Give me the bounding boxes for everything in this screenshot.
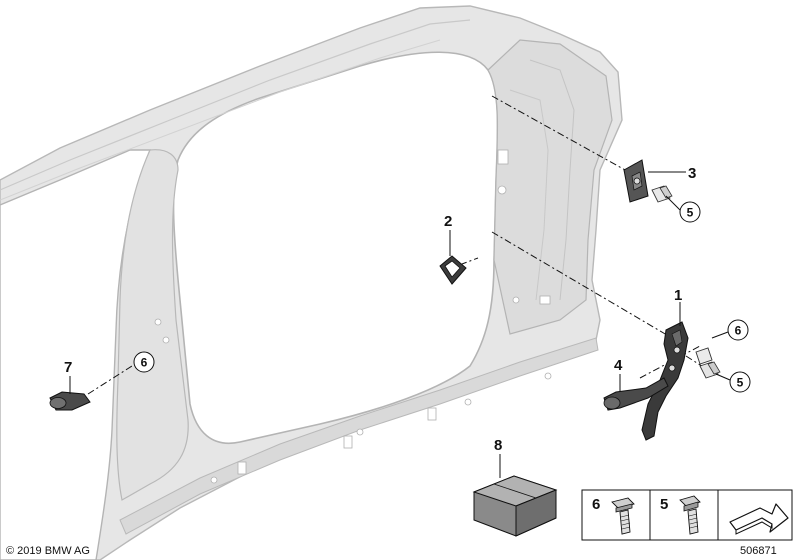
circled-callout-6-left: 6 xyxy=(133,351,155,373)
callout-8: 8 xyxy=(494,437,502,454)
diagram-number: 506871 xyxy=(740,545,777,557)
b-pillar-crease-2 xyxy=(509,89,549,301)
legend-item-5-label: 5 xyxy=(660,496,668,513)
callout-3: 3 xyxy=(688,165,696,182)
frame-holes xyxy=(154,149,552,484)
svg-text:6: 6 xyxy=(735,324,742,338)
part-8-box[interactable] xyxy=(472,475,558,537)
roof-rail-edge xyxy=(0,19,471,191)
part-5-clip-nut-right[interactable] xyxy=(699,361,721,379)
sill xyxy=(119,337,599,535)
fastener-legend: 6 5 xyxy=(581,489,793,541)
circled-callout-5-top: 5 xyxy=(679,201,701,223)
arrow-shape-icon xyxy=(729,503,789,535)
part-3-plate[interactable] xyxy=(623,159,649,203)
roof-rail-inner-edge xyxy=(0,39,441,201)
callout-2: 2 xyxy=(444,213,452,230)
svg-text:5: 5 xyxy=(687,206,694,220)
part-2-clip[interactable] xyxy=(439,255,467,285)
svg-text:5: 5 xyxy=(737,376,744,390)
part-6-clip-right[interactable] xyxy=(695,347,713,365)
hex-bolt-icon xyxy=(679,495,701,535)
body-side-frame xyxy=(0,5,623,560)
svg-text:6: 6 xyxy=(141,356,148,370)
part-5-clip-nut-top[interactable] xyxy=(651,185,673,203)
part-7-link[interactable] xyxy=(49,391,91,411)
callout-1: 1 xyxy=(674,287,682,304)
circled-callout-6-right: 6 xyxy=(727,319,749,341)
callout-7: 7 xyxy=(64,359,72,376)
door-opening xyxy=(172,51,499,444)
callout-leaders xyxy=(69,171,731,478)
circled-callout-5-right: 5 xyxy=(729,371,751,393)
legend-item-6-label: 6 xyxy=(592,496,600,513)
copyright-text: © 2019 BMW AG xyxy=(6,545,90,557)
b-pillar xyxy=(487,39,613,335)
callout-4: 4 xyxy=(614,357,623,374)
part-4-link[interactable] xyxy=(603,377,669,411)
a-pillar xyxy=(116,149,189,501)
flange-bolt-icon xyxy=(611,497,635,535)
